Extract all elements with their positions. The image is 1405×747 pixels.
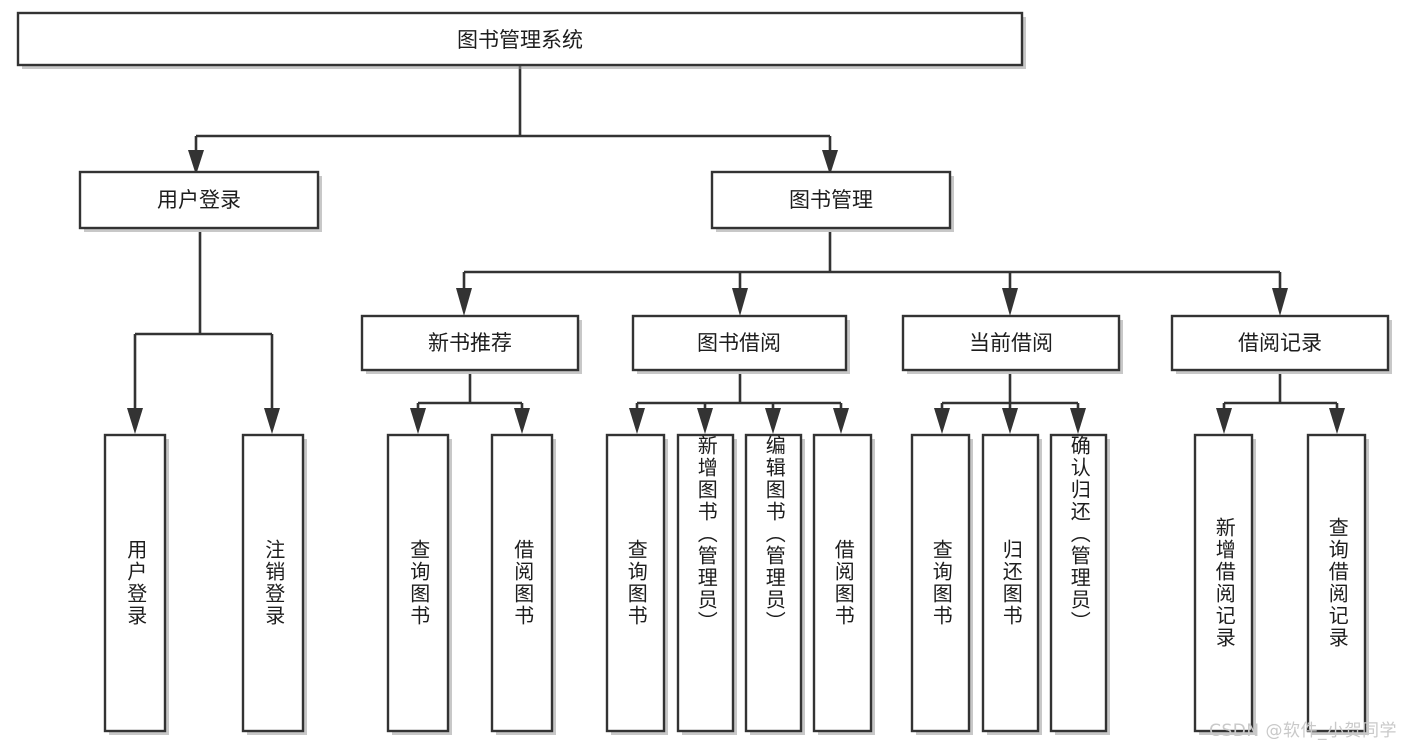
connector-layer [127,66,1345,434]
arrow-head-book-borrow [732,288,748,316]
leaf-current-borrow-1[interactable] [910,433,973,735]
node-new-book-recommend-box[interactable] [360,314,580,372]
node-user-login-label: 用户登录 [157,188,241,212]
leaf-user-login-1[interactable] [103,433,169,735]
node-borrow-record-box[interactable] [1170,314,1390,372]
leaf-new-book-1-box[interactable] [386,433,450,733]
arrow-head-current-borrow [1002,288,1018,316]
node-book-management-box[interactable] [710,170,952,230]
node-current-borrow-box[interactable] [901,314,1121,372]
leaf-borrow-record-1[interactable] [1193,433,1256,735]
arrow-head-newbook-leaf-1 [410,408,426,434]
node-layer: 图书管理系统 用户登录 图书管理 新书推荐 [16,11,1392,735]
leaf-current-borrow-3-box[interactable] [1049,433,1108,733]
node-book-borrow-box[interactable] [631,314,848,372]
leaf-current-borrow-2-box[interactable] [981,433,1040,733]
leaf-book-borrow-3[interactable] [744,433,805,735]
arrow-head-currentborrow-leaf-1 [934,408,950,434]
node-root-label: 图书管理系统 [457,28,583,52]
leaf-borrow-record-2[interactable] [1306,433,1369,735]
leaf-book-borrow-2-box[interactable] [676,433,735,733]
leaf-book-borrow-2[interactable] [676,433,737,735]
arrow-head-bookborrow-leaf-2 [697,408,713,434]
node-book-management-label: 图书管理 [789,188,873,212]
node-root-box[interactable] [16,11,1024,67]
arrow-head-newbook-leaf-2 [514,408,530,434]
leaf-new-book-2[interactable] [490,433,556,735]
leaf-borrow-record-1-box[interactable] [1193,433,1254,733]
csdn-watermark: CSDN @软件_小贺同学 [1209,721,1397,741]
leaf-new-book-1[interactable] [386,433,452,735]
leaf-borrow-record-2-box[interactable] [1306,433,1367,733]
arrow-head-bookmgmt [822,150,838,175]
node-book-borrow-label: 图书借阅 [697,331,781,355]
leaf-book-borrow-4[interactable] [812,433,875,735]
node-new-book-recommend-label: 新书推荐 [428,331,512,355]
arrow-head-bookborrow-leaf-1 [629,408,645,434]
arrow-head-borrowrecord-leaf-1 [1216,408,1232,434]
arrow-head-new-book [456,288,472,316]
arrow-head-currentborrow-leaf-2 [1002,408,1018,434]
leaf-new-book-2-box[interactable] [490,433,554,733]
arrow-head-currentborrow-leaf-3 [1070,408,1086,434]
node-user-login-box[interactable] [78,170,320,230]
leaf-user-login-2-box[interactable] [241,433,305,733]
node-book-borrow[interactable]: 图书借阅 [631,314,850,374]
leaf-current-borrow-3[interactable] [1049,433,1110,735]
node-new-book-recommend[interactable]: 新书推荐 [360,314,582,374]
arrow-head-borrowrecord-leaf-2 [1329,408,1345,434]
leaf-user-login-2[interactable] [241,433,307,735]
arrow-head-user-login-leaf [127,408,143,434]
leaf-book-borrow-3-box[interactable] [744,433,803,733]
arrow-head-bookborrow-leaf-3 [765,408,781,434]
arrow-head-logout-leaf [264,408,280,434]
arrow-head-userlogin [188,150,204,175]
arrow-head-bookborrow-leaf-4 [833,408,849,434]
node-book-management[interactable]: 图书管理 [710,170,954,232]
node-user-login[interactable]: 用户登录 [78,170,322,232]
arrow-head-borrow-record [1272,288,1288,316]
leaf-book-borrow-1[interactable] [605,433,668,735]
node-borrow-record-label: 借阅记录 [1238,331,1322,355]
leaf-book-borrow-1-box[interactable] [605,433,666,733]
node-borrow-record[interactable]: 借阅记录 [1170,314,1392,374]
node-root[interactable]: 图书管理系统 [16,11,1026,69]
leaf-user-login-1-box[interactable] [103,433,167,733]
node-current-borrow-label: 当前借阅 [969,331,1053,355]
leaf-current-borrow-1-box[interactable] [910,433,971,733]
node-current-borrow[interactable]: 当前借阅 [901,314,1123,374]
leaf-current-borrow-2[interactable] [981,433,1042,735]
leaf-book-borrow-4-box[interactable] [812,433,873,733]
